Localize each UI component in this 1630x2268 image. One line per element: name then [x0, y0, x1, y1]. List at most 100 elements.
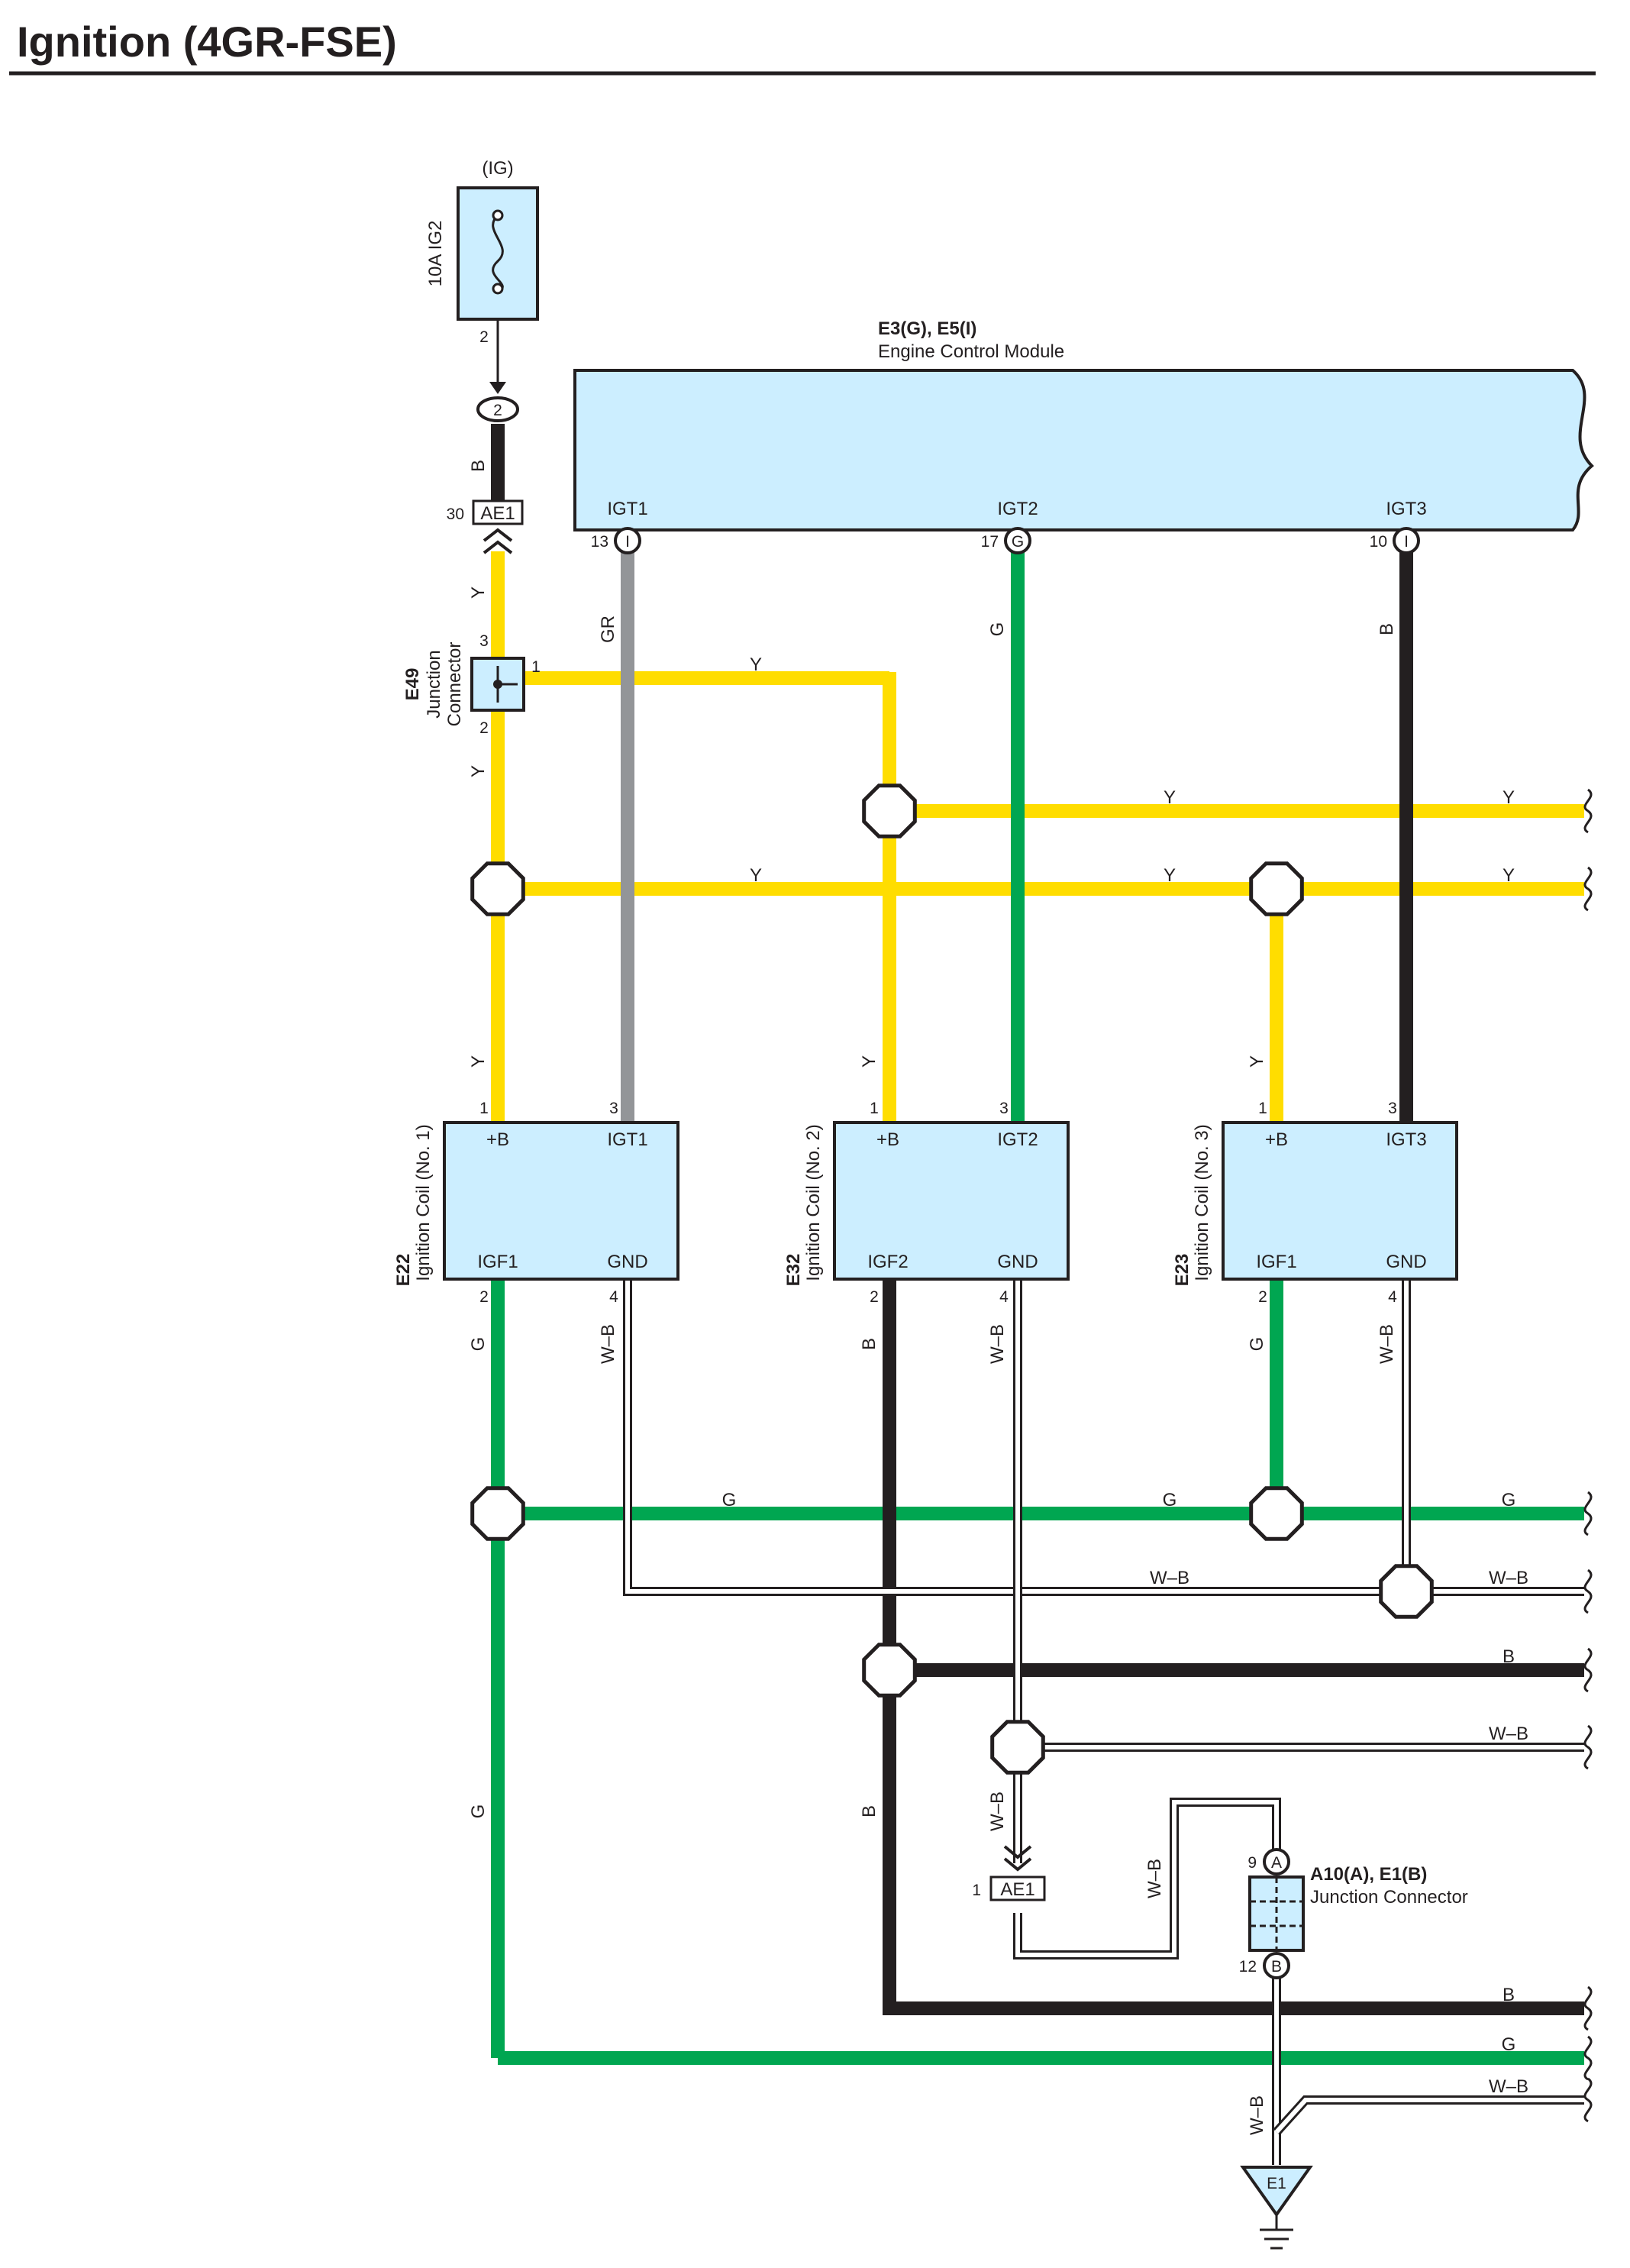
- coil-ref: E23: [1172, 1254, 1193, 1287]
- wire-break-icon: [1583, 1985, 1593, 2031]
- coil-pin: 2: [1258, 1288, 1267, 1306]
- wire-color-label: Y: [750, 865, 762, 886]
- a10-top-terminal: [1263, 1848, 1290, 1875]
- ecm-terminal-conn: I: [1404, 533, 1409, 551]
- arrow-down-icon: [489, 382, 506, 394]
- ecm-terminal-conn: G: [1012, 533, 1024, 551]
- wire-wb-bottom-bus: [1274, 2098, 1584, 2134]
- ecm-terminal-igt1: IGT1 I 13: [591, 499, 648, 554]
- fuse-terminal-icon: [492, 283, 504, 295]
- splice-point: [1249, 861, 1304, 916]
- wire-break-icon: [1583, 1569, 1593, 1614]
- ecm-box: [573, 369, 1594, 531]
- wire-b-coil2-igf: [883, 1279, 1584, 2015]
- wire-break-marks: [1583, 788, 1593, 2123]
- wire-color-label: B: [1503, 1646, 1515, 1667]
- wire-break-icon: [1583, 1724, 1593, 1770]
- coil-pin: 1: [1258, 1100, 1267, 1117]
- a10-bottom-terminal: [1263, 1952, 1290, 1979]
- page-title: Ignition (4GR-FSE): [17, 18, 397, 66]
- coil-pin: 4: [609, 1288, 618, 1306]
- wire-color-label: Y: [1164, 787, 1176, 808]
- wire-color-label: W–B: [1150, 1568, 1189, 1588]
- ecm-terminal-pin: 10: [1370, 533, 1387, 551]
- chevron-down-icon: [1003, 1845, 1032, 1872]
- e49-pin-3: 3: [479, 632, 489, 650]
- splice-point: [470, 1486, 525, 1541]
- coil-terminal-label: GND: [607, 1252, 647, 1272]
- ecm-terminal-pin: 13: [591, 533, 608, 551]
- coil-ref: E32: [783, 1254, 804, 1287]
- e49-ref: E49: [402, 668, 423, 701]
- wire-color-label: Y: [859, 1055, 880, 1068]
- coil-pin: 3: [609, 1100, 618, 1117]
- wire-color-label: W–B: [1247, 2095, 1267, 2135]
- wire-wb-group: [623, 1279, 1584, 2165]
- coil-pin: 4: [1388, 1288, 1397, 1306]
- fuse-box: [457, 186, 539, 321]
- wire-color-label: Y: [750, 654, 762, 675]
- wire-color-label: G: [468, 1337, 489, 1352]
- coil-terminal-label: IGF2: [867, 1252, 908, 1272]
- ae1-top-name: AE1: [480, 503, 515, 524]
- e49-name-line2: Connector: [444, 642, 465, 727]
- wire-color-label: G: [722, 1490, 737, 1510]
- ae1-top-connector: [472, 499, 524, 525]
- ecm-terminal-igt2: IGT2 G 17: [981, 499, 1038, 554]
- coil-terminal-label: GND: [1386, 1252, 1426, 1272]
- a10-name: Junction Connector: [1310, 1887, 1468, 1908]
- wire-y-group: [491, 551, 1584, 1123]
- wire-break-icon: [1583, 1491, 1593, 1536]
- ae1-bottom-name: AE1: [1000, 1879, 1034, 1900]
- splice-point: [862, 783, 917, 838]
- ecm-terminal-igt3: IGT3 I 10: [1370, 499, 1427, 554]
- a10-ref: A10(A), E1(B): [1310, 1864, 1427, 1885]
- wire-break-icon: [1583, 2077, 1593, 2123]
- wire-wb-ae1-loop: [1015, 1800, 1279, 1957]
- ecm-terminal-circle: [614, 527, 641, 554]
- fuse-icon: [492, 214, 504, 293]
- wire-color-label: GR: [598, 615, 618, 643]
- splice-points: [470, 783, 1434, 1775]
- fuse-rating-label: 10A IG2: [425, 221, 446, 287]
- connector-oval: [476, 396, 519, 422]
- wire-break-icon: [1583, 866, 1593, 912]
- ecm-terminal-label: IGT3: [1386, 499, 1426, 519]
- ecm-terminal-label: IGT1: [607, 499, 647, 519]
- wire-color-label: B: [1503, 1985, 1515, 2005]
- fuse-source-label: (IG): [482, 158, 513, 179]
- wire-color-label: G: [1502, 2034, 1516, 2055]
- coil-box: [1222, 1121, 1458, 1281]
- wire-color-label: W–B: [1377, 1324, 1397, 1364]
- coil-pin: 3: [1388, 1100, 1397, 1117]
- wire-color-label: B: [1377, 623, 1397, 635]
- coil-name: Ignition Coil (No. 3): [1192, 1124, 1212, 1281]
- wire-color-label: Y: [468, 586, 489, 599]
- wire-color-label: W–B: [1489, 1724, 1528, 1744]
- wire-color-label: G: [468, 1804, 489, 1819]
- ecm-terminal-conn: I: [625, 533, 630, 551]
- coil-terminal-label: IGT3: [1386, 1129, 1426, 1150]
- ground-name: E1: [1267, 2175, 1286, 2192]
- wire-color-label: Y: [1247, 1055, 1267, 1068]
- e49-pin-1: 1: [531, 658, 541, 676]
- wire-color-label: Y: [1164, 865, 1176, 886]
- splice-point: [1249, 1486, 1304, 1541]
- wire-color-label: W–B: [1489, 1568, 1528, 1588]
- coil-ref: E22: [393, 1254, 414, 1287]
- coil-pin: 2: [870, 1288, 879, 1306]
- wire-color-label: W–B: [598, 1324, 618, 1364]
- wire-g-group: [491, 550, 1584, 2065]
- connector-oval-pin: 2: [493, 402, 502, 419]
- fuse-pin: 2: [479, 328, 489, 346]
- ecm-name: Engine Control Module: [878, 341, 1064, 362]
- coil-box: [833, 1121, 1070, 1281]
- wire-color-label: G: [987, 622, 1008, 637]
- coil-pin: 1: [870, 1100, 879, 1117]
- coil-terminal-label: IGT1: [607, 1129, 647, 1150]
- a10-top-conn: A: [1271, 1854, 1282, 1872]
- coil-name: Ignition Coil (No. 1): [413, 1124, 434, 1281]
